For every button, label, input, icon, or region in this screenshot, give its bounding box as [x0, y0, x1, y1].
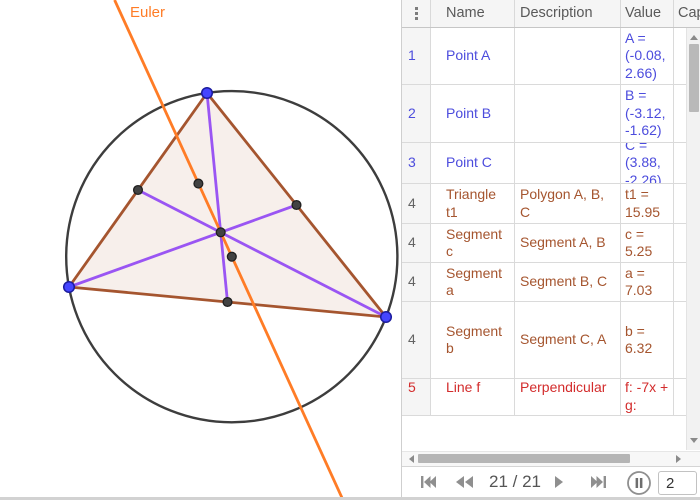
row-value: A = (-0.08, 2.66)	[621, 28, 674, 84]
table-row[interactable]: 1 Point A A = (-0.08, 2.66)	[402, 28, 700, 85]
row-number	[402, 397, 431, 415]
table-menu-cell	[402, 0, 431, 27]
panel-divider	[401, 0, 402, 497]
row-number: 4	[402, 302, 431, 378]
table-row[interactable]: 3 Point C C = (3.88, -2.26)	[402, 143, 700, 184]
row-name: Line f	[431, 379, 515, 397]
circumcircle[interactable]	[64, 89, 399, 424]
point-midpoint-ab[interactable]	[132, 184, 144, 196]
scroll-down-icon[interactable]	[690, 438, 698, 443]
row-number: 4	[402, 184, 431, 223]
row-value: g:	[621, 397, 674, 415]
skip-to-start-button[interactable]	[421, 476, 436, 488]
row-description: Segment B, C	[515, 263, 621, 301]
point-orthocenter[interactable]	[193, 178, 204, 189]
step-forward-button[interactable]	[555, 476, 572, 488]
row-name: Segment c	[431, 224, 515, 262]
horizontal-scrollbar-thumb[interactable]	[418, 454, 630, 463]
row-value: B = (-3.12, -1.62)	[621, 85, 674, 142]
median-segment-1[interactable]	[68, 203, 297, 289]
construction-protocol-table[interactable]: Name Description Value Cap 1 Point A A =…	[402, 0, 700, 451]
horizontal-scrollbar	[402, 451, 700, 466]
euler-line[interactable]	[113, 0, 344, 497]
row-number: 4	[402, 224, 431, 262]
row-number: 3	[402, 143, 431, 183]
point-circumcenter[interactable]	[226, 251, 237, 262]
table-row[interactable]: 4 Segment a Segment B, C a = 7.03	[402, 263, 700, 302]
row-number: 2	[402, 85, 431, 142]
row-description	[515, 85, 621, 142]
row-name: Point C	[431, 143, 515, 183]
kebab-menu-icon[interactable]	[414, 7, 418, 20]
construction-navigation-bar: 21 / 21	[402, 466, 700, 497]
row-description	[515, 143, 621, 183]
row-number: 1	[402, 28, 431, 84]
table-header-row: Name Description Value Cap	[402, 0, 700, 28]
step-progress-label: 21 / 21	[489, 472, 541, 491]
column-header-description: Description	[515, 0, 621, 27]
row-description	[515, 28, 621, 84]
scroll-right-icon[interactable]	[676, 455, 681, 463]
point-vertex-c[interactable]	[379, 310, 393, 324]
row-description: Polygon A, B, C	[515, 184, 621, 223]
row-value: b = 6.32	[621, 302, 674, 378]
vertical-scrollbar	[686, 28, 700, 450]
row-name	[431, 397, 515, 415]
row-description: Segment C, A	[515, 302, 621, 378]
row-number: 5	[402, 379, 431, 397]
geometry-canvas[interactable]: Euler	[0, 0, 401, 497]
table-row[interactable]: 2 Point B B = (-3.12, -1.62)	[402, 85, 700, 143]
euler-line-label: Euler	[130, 4, 165, 21]
row-name: Point A	[431, 28, 515, 84]
row-name: Segment a	[431, 263, 515, 301]
vertical-scrollbar-thumb[interactable]	[688, 44, 699, 112]
row-value: c = 5.25	[621, 224, 674, 262]
row-value: t1 = 15.95	[621, 184, 674, 223]
row-value: C = (3.88, -2.26)	[621, 143, 674, 183]
point-vertex-a[interactable]	[200, 86, 214, 100]
scroll-up-icon[interactable]	[690, 35, 698, 40]
graphics-view[interactable]: Euler	[0, 0, 401, 497]
point-vertex-b[interactable]	[62, 280, 76, 294]
playback-speed-input[interactable]	[658, 471, 697, 495]
pause-button[interactable]	[626, 470, 652, 496]
row-description: Segment A, B	[515, 224, 621, 262]
row-value: f: -7x + 0.64y = -3.9	[621, 379, 674, 397]
point-centroid[interactable]	[215, 227, 226, 238]
table-row[interactable]: 4 Segment c Segment A, B c = 5.25	[402, 224, 700, 263]
column-header-name: Name	[431, 0, 515, 27]
skip-to-end-button[interactable]	[591, 476, 606, 488]
row-name: Segment b	[431, 302, 515, 378]
median-segment-2[interactable]	[137, 188, 387, 319]
scroll-left-icon[interactable]	[409, 455, 414, 463]
row-description: Perpendicular Bisector of a	[515, 379, 621, 397]
table-row[interactable]: 5 Line f Perpendicular Bisector of a f: …	[402, 379, 700, 397]
table-row[interactable]: 4 Segment b Segment C, A b = 6.32	[402, 302, 700, 379]
row-value: a = 7.03	[621, 263, 674, 301]
triangle-fill[interactable]	[69, 93, 386, 317]
step-backward-button[interactable]	[456, 476, 473, 488]
row-name: Point B	[431, 85, 515, 142]
table-row[interactable]: 4 Triangle t1 Polygon A, B, C t1 = 15.95	[402, 184, 700, 224]
window-bottom-edge	[0, 497, 700, 500]
point-midpoint-bc[interactable]	[222, 296, 233, 308]
point-midpoint-ac[interactable]	[291, 199, 302, 211]
column-header-caption: Cap	[678, 4, 700, 21]
row-description	[515, 397, 621, 415]
column-header-value: Value	[621, 0, 674, 27]
table-row[interactable]: g:	[402, 397, 700, 416]
median-segment-0[interactable]	[205, 92, 229, 303]
row-name: Triangle t1	[431, 184, 515, 223]
row-number: 4	[402, 263, 431, 301]
